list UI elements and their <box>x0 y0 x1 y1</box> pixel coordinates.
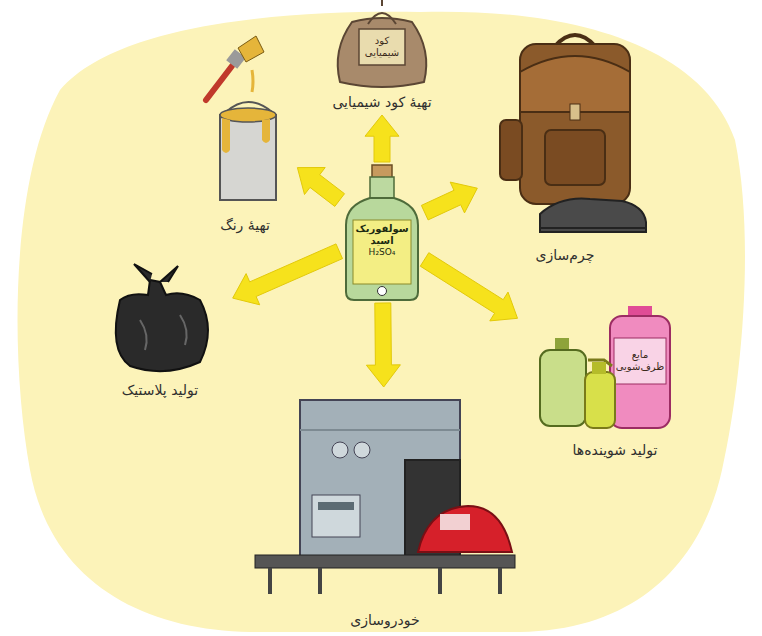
caption: تهیهٔ کود شیمیایی <box>320 94 444 110</box>
detergent-bottles-part <box>585 372 615 428</box>
car-factory <box>255 400 515 594</box>
acid-name: سولفوریک اسید <box>355 223 409 247</box>
use-caption: تولید شوینده‌ها <box>571 442 660 458</box>
backpack-and-shoe-part <box>540 199 646 232</box>
paint-bucket-part <box>206 66 232 100</box>
fertilizer-sack-part <box>381 0 383 6</box>
acid-bottle <box>346 165 418 300</box>
detergent-bottles-part <box>610 316 670 428</box>
plastic-bag-part <box>134 264 178 282</box>
use-box: تهیهٔ رنگ <box>195 20 295 235</box>
acid-bottle-part <box>346 198 418 300</box>
car-factory-part <box>270 568 500 594</box>
caption: خودروسازی <box>250 612 520 628</box>
fertilizer-sack <box>338 0 427 87</box>
plastic-bag-part <box>116 280 208 371</box>
paint-bucket-part <box>252 70 253 92</box>
car-factory-part <box>354 442 370 458</box>
block-arrow <box>420 253 517 321</box>
car-factory-part <box>300 429 460 431</box>
block-arrow <box>366 303 400 387</box>
acid-bottle-part <box>370 177 394 199</box>
background-blob <box>18 12 745 632</box>
use-box: خودروسازی <box>250 390 520 630</box>
paint-bucket-part <box>222 118 270 153</box>
car-factory-part <box>318 502 354 510</box>
paint-bucket-part <box>238 36 264 62</box>
use-box: چرم‌سازی <box>480 30 650 265</box>
detergent-bottles-part <box>540 350 586 426</box>
acid-bottle-part <box>353 220 411 284</box>
acid-formula: H₂SO₄ <box>355 247 409 258</box>
paint-bucket <box>206 36 276 200</box>
car-factory-part <box>255 555 515 568</box>
use-caption: خودروسازی <box>348 612 421 628</box>
backpack-and-shoe <box>500 35 646 232</box>
block-arrow <box>365 115 399 162</box>
paint-bucket-part <box>220 115 276 200</box>
fertilizer-sack-part <box>359 29 405 65</box>
product-label: مایع ظرف‌شویی <box>615 339 665 383</box>
caption: تولید شوینده‌ها <box>520 442 710 458</box>
detergent-bottles-part <box>592 362 606 374</box>
bottle-label: سولفوریک اسیدH₂SO₄ <box>355 223 409 258</box>
block-arrow <box>297 168 344 207</box>
car-factory-part <box>332 442 348 458</box>
caption: تولید پلاستیک <box>90 382 230 398</box>
backpack-and-shoe-part <box>520 44 630 204</box>
backpack-and-shoe-part <box>570 104 580 120</box>
plastic-bag-part <box>140 315 187 350</box>
block-arrow <box>233 244 343 305</box>
plastic-bag <box>116 264 208 371</box>
product-label: کود شیمیایی <box>360 30 404 64</box>
use-caption: تهیهٔ رنگ <box>218 217 272 233</box>
fertilizer-sack-part <box>368 13 396 24</box>
car-factory-part <box>312 495 360 537</box>
detergent-bottles-part <box>614 338 666 384</box>
backpack-and-shoe-part <box>545 130 605 185</box>
acid-bottle-box: سولفوریک اسیدH₂SO₄ <box>342 165 422 300</box>
acid-bottle-part <box>378 287 387 296</box>
car-factory-part <box>440 514 470 530</box>
caption: تهیهٔ رنگ <box>195 217 295 233</box>
use-box: تولید پلاستیک <box>90 260 230 400</box>
caption: چرم‌سازی <box>480 247 650 263</box>
fertilizer-sack-part <box>338 18 427 87</box>
use-box: تولید شوینده‌ها <box>520 300 710 460</box>
use-caption: تولید پلاستیک <box>120 382 200 398</box>
use-caption: تهیهٔ کود شیمیایی <box>330 94 433 110</box>
backpack-and-shoe-part <box>500 120 522 180</box>
use-caption: چرم‌سازی <box>534 247 597 263</box>
detergent-bottles <box>540 306 670 428</box>
backpack-and-shoe-part <box>540 227 646 229</box>
car-factory-part <box>418 506 512 552</box>
block-arrow <box>421 182 477 220</box>
